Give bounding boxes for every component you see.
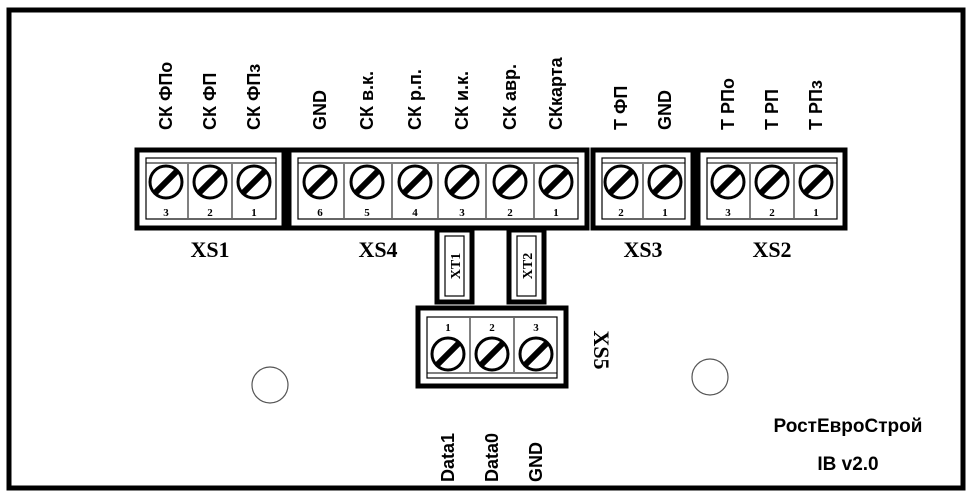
pin-number: 3 xyxy=(459,207,465,219)
signal-label: Т РПз xyxy=(806,80,826,130)
signal-label: СК в.к. xyxy=(357,71,377,130)
screw-terminal xyxy=(798,164,834,200)
connector-xs1-label: XS1 xyxy=(190,237,229,262)
connector-xs4-label: XS4 xyxy=(358,237,397,262)
screw-terminal xyxy=(492,164,528,200)
mounting-hole-left xyxy=(251,366,289,404)
screw-terminal xyxy=(518,336,554,372)
pin-number: 4 xyxy=(412,207,418,219)
signal-label: СК ФП xyxy=(200,73,220,130)
screw-terminal xyxy=(397,164,433,200)
screw-terminal xyxy=(236,164,272,200)
pin-number: 3 xyxy=(533,322,539,334)
connector-xs2-label: XS2 xyxy=(752,237,791,262)
screw-terminal xyxy=(538,164,574,200)
jumper-xt1: XT1 xyxy=(434,227,475,305)
signal-label: Т РПо xyxy=(718,78,738,130)
mounting-hole-right xyxy=(691,358,729,396)
screw-terminal xyxy=(647,164,683,200)
screw-terminal xyxy=(754,164,790,200)
signal-label: GND xyxy=(655,90,675,130)
screw-terminal xyxy=(444,164,480,200)
connector-xs3: 2 1 Т ФП GND XS3 xyxy=(590,86,696,262)
signal-label: GND xyxy=(310,90,330,130)
signal-label: Data1 xyxy=(438,433,458,482)
signal-label: СК и.к. xyxy=(452,71,472,130)
screw-terminal xyxy=(343,164,535,218)
pin-number: 1 xyxy=(662,207,668,219)
screw-terminal xyxy=(302,164,338,200)
pin-number: 2 xyxy=(489,322,495,334)
signal-label: СК ФПз xyxy=(244,64,264,130)
connector-xs2: 3 2 1 Т РПо Т РП Т РПз XS2 xyxy=(695,78,848,262)
jumper-xt2-body xyxy=(516,235,537,297)
connector-xs5-label: XS5 xyxy=(589,330,614,369)
jumper-xt2-label: XT2 xyxy=(521,253,536,279)
pin-number: 2 xyxy=(769,207,775,219)
screw-terminal xyxy=(349,164,385,200)
signal-label: СК ФПо xyxy=(156,62,176,130)
jumper-xt2: XT2 xyxy=(506,227,547,305)
screw-terminal xyxy=(603,164,639,200)
signal-label: СК авр. xyxy=(500,64,520,130)
pin-number: 5 xyxy=(364,207,370,219)
pin-number: 3 xyxy=(163,207,169,219)
pin-number: 3 xyxy=(725,207,731,219)
version-label: IB v2.0 xyxy=(817,454,878,475)
screw-terminal xyxy=(187,164,233,218)
pin-number: 2 xyxy=(207,207,213,219)
screw-terminal xyxy=(710,164,746,200)
pin-number: 6 xyxy=(317,207,323,219)
signal-label: СКкарта xyxy=(546,56,566,130)
pin-number: 1 xyxy=(813,207,819,219)
signal-label: Т РП xyxy=(762,89,782,130)
pin-number: 1 xyxy=(553,207,559,219)
brand-label: РостЕвроСтрой xyxy=(774,416,923,437)
board-outline xyxy=(6,7,966,491)
connector-xs5: 1 2 3 Data1 Data0 GND XS5 xyxy=(415,305,614,482)
pin-number: 2 xyxy=(507,207,513,219)
signal-label: GND xyxy=(526,442,546,482)
screw-terminal xyxy=(474,336,510,372)
pin-number: 1 xyxy=(445,322,451,334)
connector-xs1: 3 2 1 СК ФПо СК ФП СК ФПз XS1 xyxy=(134,62,287,262)
pin-number: 1 xyxy=(251,207,257,219)
connector-xs4: 6 5 4 3 2 1 GND СК в.к. СК р.п. СК и.к. … xyxy=(286,56,590,262)
signal-label: СК р.п. xyxy=(405,69,425,130)
screw-terminal xyxy=(430,336,466,372)
pin-number: 2 xyxy=(618,207,624,219)
screw-terminal xyxy=(148,164,184,200)
jumper-xt1-body xyxy=(444,235,465,297)
signal-label: Т ФП xyxy=(611,86,631,130)
signal-label: Data0 xyxy=(482,433,502,482)
screw-terminal xyxy=(192,164,228,200)
connector-xs3-label: XS3 xyxy=(623,237,662,262)
jumper-xt1-label: XT1 xyxy=(449,253,464,279)
